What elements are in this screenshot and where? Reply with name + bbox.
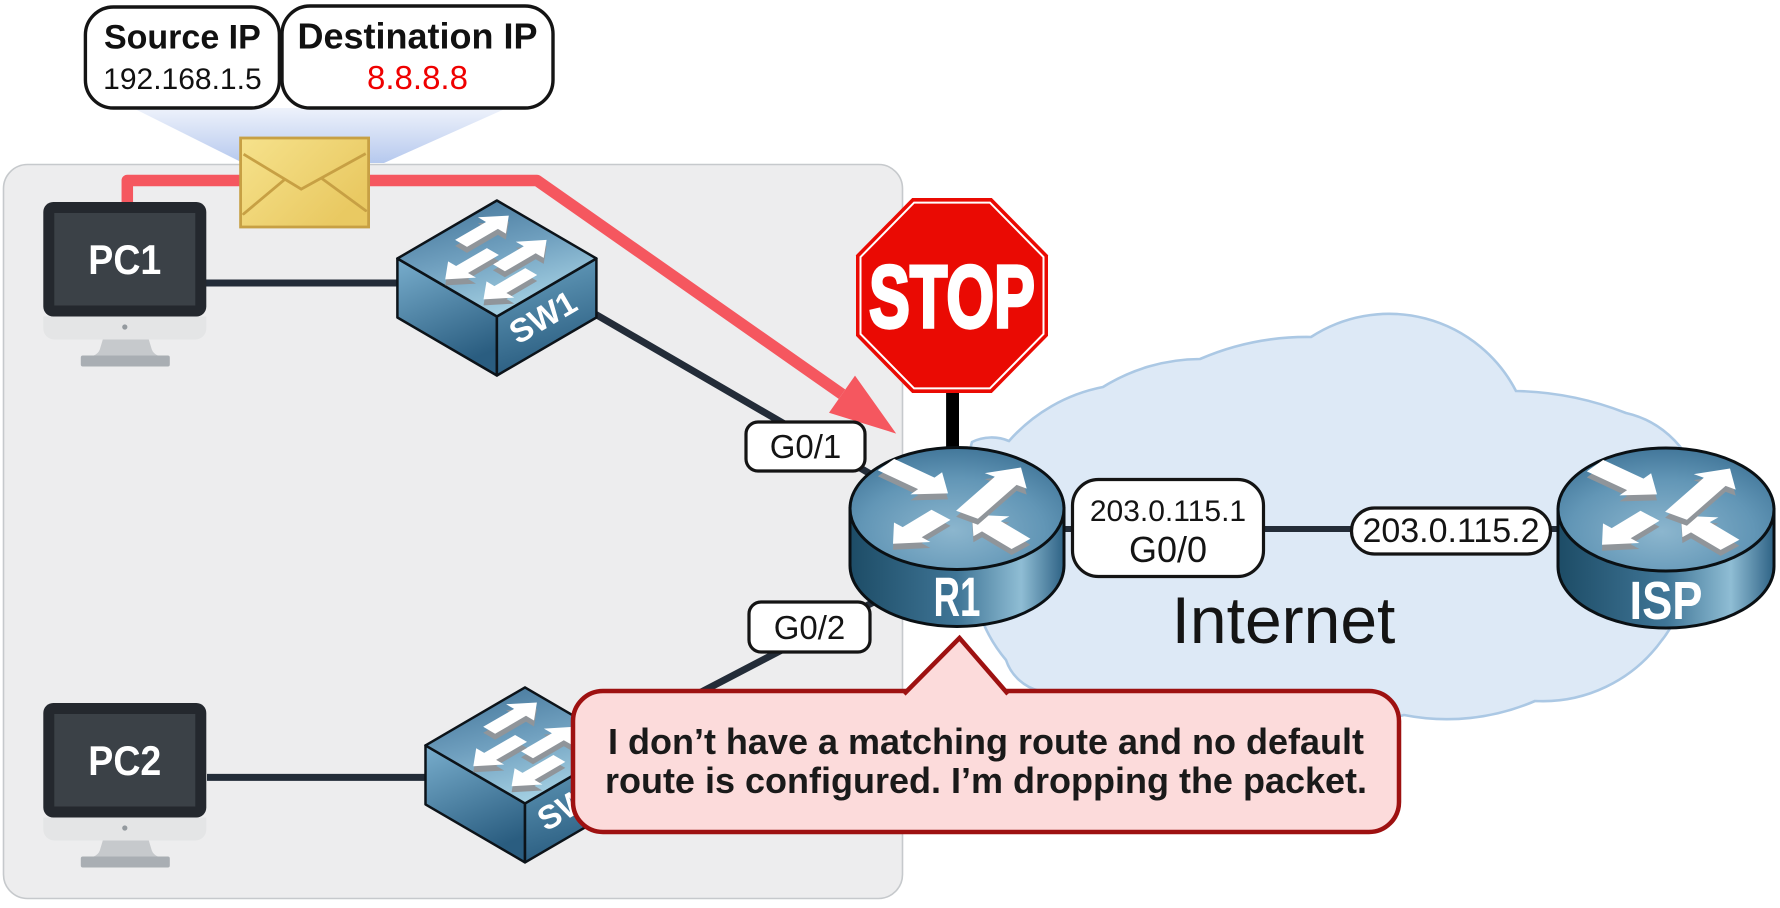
svg-text:8.8.8.8: 8.8.8.8	[367, 59, 468, 96]
svg-text:ISP: ISP	[1630, 571, 1703, 631]
svg-text:Source IP: Source IP	[104, 19, 261, 57]
svg-text:PC1: PC1	[88, 236, 161, 283]
svg-text:R1: R1	[934, 565, 981, 628]
svg-text:PC2: PC2	[88, 737, 161, 784]
svg-text:G0/2: G0/2	[774, 609, 846, 646]
svg-text:G0/1: G0/1	[770, 428, 842, 465]
svg-text:Internet: Internet	[1172, 583, 1396, 657]
svg-text:STOP: STOP	[869, 247, 1035, 346]
svg-text:G0/0: G0/0	[1129, 529, 1207, 570]
svg-text:192.168.1.5: 192.168.1.5	[103, 63, 261, 96]
svg-text:203.0.115.2: 203.0.115.2	[1362, 512, 1539, 550]
svg-text:I don’t have a matching route: I don’t have a matching route and no def…	[608, 721, 1364, 762]
svg-text:203.0.115.1: 203.0.115.1	[1090, 495, 1246, 528]
svg-text:Destination IP: Destination IP	[297, 16, 537, 57]
svg-text:route is configured. I’m dropp: route is configured. I’m dropping the pa…	[605, 760, 1367, 801]
